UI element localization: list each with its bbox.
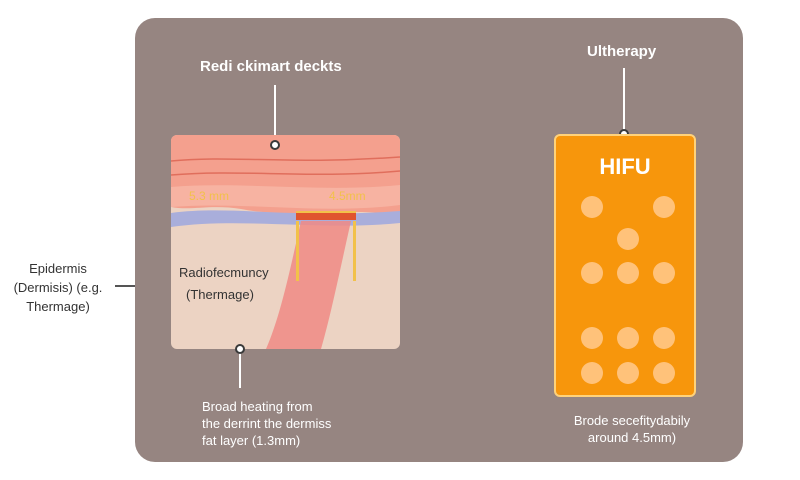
outside-label-line-2: (Dermisis) (e.g. xyxy=(13,280,103,295)
rf-label-line-1: Radiofecmuncy xyxy=(179,265,269,280)
left-caption-line-2: the derrint the dermiss xyxy=(202,416,332,431)
focal-point xyxy=(617,228,639,250)
applicator-edge xyxy=(296,211,356,213)
right-title-connector xyxy=(623,68,625,132)
depth-marker-left xyxy=(296,221,299,281)
focal-point xyxy=(581,262,603,284)
focal-point xyxy=(653,262,675,284)
left-title-connector xyxy=(274,85,276,143)
focal-point xyxy=(581,362,603,384)
applicator-bar xyxy=(296,213,356,220)
skin-layers-graphic xyxy=(171,135,400,349)
left-title-dot xyxy=(270,140,280,150)
right-title: Ultherapy xyxy=(587,43,657,60)
focal-point xyxy=(581,327,603,349)
outside-label-connector xyxy=(115,285,135,287)
focal-point xyxy=(653,196,675,218)
depth-marker-right xyxy=(353,221,356,281)
right-caption: Brode secefitydabily around 4.5mm) xyxy=(552,412,712,446)
papillary-band xyxy=(171,185,400,209)
focal-point xyxy=(581,196,603,218)
focal-point xyxy=(653,327,675,349)
focal-point xyxy=(617,262,639,284)
left-caption-line-3: fat layer (1.3mm) xyxy=(202,433,301,448)
skin-cross-section: 5.3 mm 4.5mm Radiofecmuncy (Thermage) xyxy=(171,135,400,349)
rf-heating-beam xyxy=(266,221,351,349)
caption-connector xyxy=(239,350,241,388)
left-title: Redi ckimart deckts xyxy=(200,58,342,75)
depth-label-left: 5.3 mm xyxy=(189,189,230,203)
hifu-title: HIFU xyxy=(599,154,651,179)
skin-line-2 xyxy=(171,170,400,176)
outside-label: Epidermis (Dermisis) (e.g. Thermage) xyxy=(4,259,112,316)
caption-dot xyxy=(235,344,245,354)
depth-label-right: 4.5mm xyxy=(329,189,366,203)
focal-point xyxy=(617,362,639,384)
focal-point xyxy=(617,327,639,349)
right-caption-line-1: Brode secefitydabily xyxy=(573,413,691,428)
right-caption-line-2: around 4.5mm) xyxy=(587,430,677,445)
outside-label-line-3: Thermage) xyxy=(26,299,90,314)
left-caption-line-1: Broad heating from xyxy=(202,399,313,414)
outside-label-line-1: Epidermis xyxy=(29,261,87,276)
focal-point xyxy=(653,362,675,384)
rf-label-line-2: (Thermage) xyxy=(186,287,254,302)
left-caption: Broad heating from the derrint the dermi… xyxy=(202,398,392,449)
skin-line-1 xyxy=(171,156,400,162)
hifu-device: HIFU xyxy=(554,134,696,397)
